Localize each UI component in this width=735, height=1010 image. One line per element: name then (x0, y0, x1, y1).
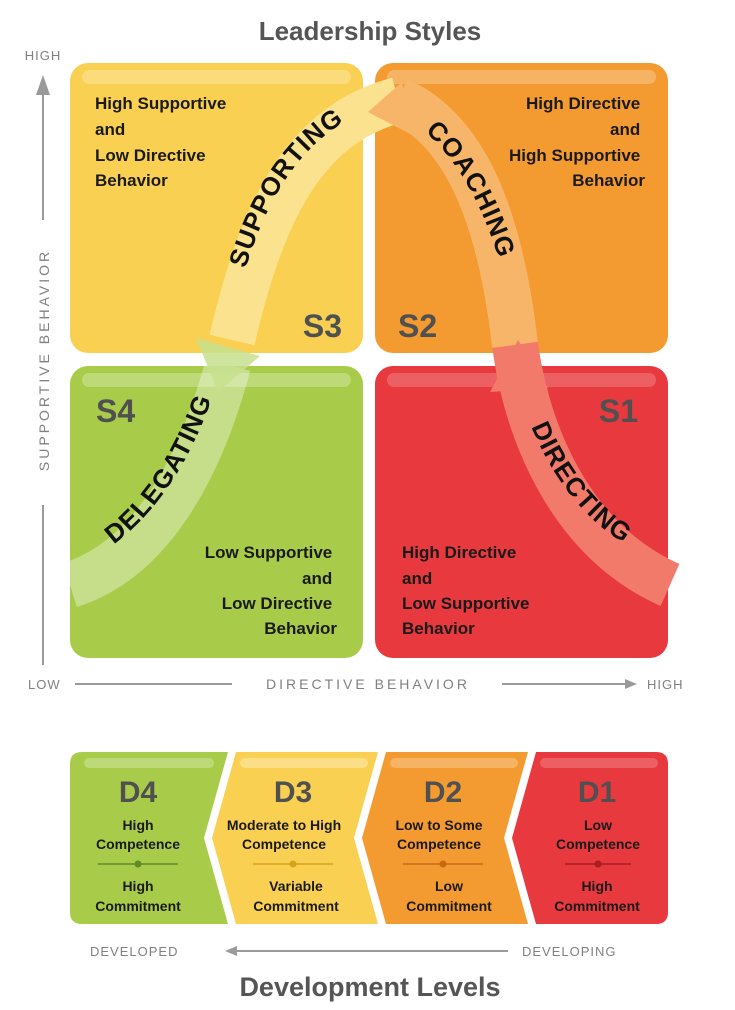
footer-title: Development Levels (239, 972, 500, 1002)
x-axis-high-label: HIGH (647, 677, 684, 692)
delegating-arrow-icon (196, 338, 260, 392)
level-d3-commitment-2: Commitment (253, 898, 339, 914)
level-d2-competence-1: Low to Some (395, 817, 482, 833)
quadrant-s3-code: S3 (303, 308, 342, 344)
level-d1-commitment-1: High (581, 878, 612, 894)
level-d1-dot (594, 860, 602, 868)
level-d2-code: D2 (424, 776, 462, 809)
page-title: Leadership Styles (259, 16, 482, 46)
level-d4-competence-1: High (122, 817, 153, 833)
level-d1-commitment-2: Commitment (554, 898, 640, 914)
coaching-arrow-icon (368, 82, 412, 135)
level-d1-code: D1 (578, 776, 616, 809)
leadership-curve (62, 77, 680, 607)
quadrant-s4-code: S4 (96, 393, 135, 429)
x-axis-low-label: LOW (28, 677, 61, 692)
quadrant-s2-code: S2 (398, 308, 437, 344)
level-d3-competence-2: Competence (242, 836, 326, 852)
quadrant-s3-text: High Supportive and Low Directive Behavi… (95, 94, 231, 190)
quadrant-s1-code: S1 (599, 393, 638, 429)
level-d4-commitment-1: High (122, 878, 153, 894)
level-d4-code: D4 (119, 776, 158, 809)
dev-axis-developing-label: DEVELOPING (522, 944, 617, 959)
level-d2-dot (439, 860, 447, 868)
x-axis-label: DIRECTIVE BEHAVIOR (266, 676, 470, 692)
quadrant-s4: S4 Low Supportive and Low Directive Beha… (70, 366, 363, 658)
directing-arrow-icon (490, 340, 548, 392)
level-d3-code: D3 (274, 776, 312, 809)
level-d2-commitment-2: Commitment (406, 898, 492, 914)
level-d3-dot (289, 860, 297, 868)
level-d3: D3 Moderate to High Competence Variable … (212, 752, 378, 924)
level-d1: D1 Low Competence High Commitment (512, 752, 668, 924)
y-axis-arrow-icon (36, 75, 50, 95)
level-d1-competence-1: Low (584, 817, 612, 833)
quadrant-s1-text: High Directive and Low Supportive Behavi… (402, 543, 534, 638)
quadrant-s3: High Supportive and Low Directive Behavi… (70, 63, 363, 353)
quadrant-s1: S1 High Directive and Low Supportive Beh… (375, 366, 668, 658)
quadrant-s4-text: Low Supportive and Low Directive Behavio… (205, 543, 338, 638)
level-d4-competence-2: Competence (96, 836, 180, 852)
level-d2-competence-2: Competence (397, 836, 481, 852)
dev-axis-developed-label: DEVELOPED (90, 944, 178, 959)
level-d3-commitment-1: Variable (269, 878, 323, 894)
level-d2-commitment-1: Low (435, 878, 463, 894)
quadrant-s2-text: High Directive and High Supportive Behav… (509, 94, 645, 190)
level-d3-competence-1: Moderate to High (227, 817, 341, 833)
level-d4: D4 High Competence High Commitment (70, 752, 228, 924)
level-d4-commitment-2: Commitment (95, 898, 181, 914)
y-axis-label: SUPPORTIVE BEHAVIOR (36, 249, 52, 471)
level-d2: D2 Low to Some Competence Low Commitment (362, 752, 528, 924)
y-axis-high-label: HIGH (25, 48, 62, 63)
level-d4-dot (134, 860, 142, 868)
level-d1-competence-2: Competence (556, 836, 640, 852)
